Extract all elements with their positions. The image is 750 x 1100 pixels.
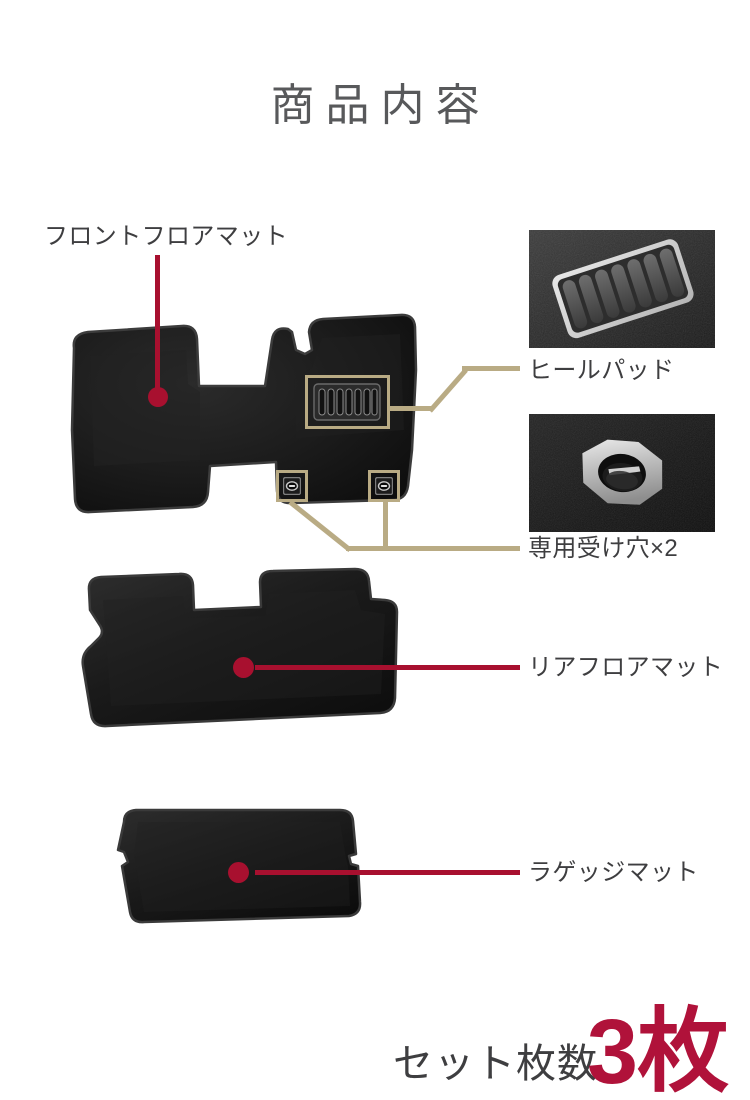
anchor-hole-callout-box-left <box>276 470 308 502</box>
heel-pad-leader-diagonal <box>430 368 468 413</box>
anchor-hole-motif-left <box>283 477 301 495</box>
front-floor-mat-image <box>60 310 460 535</box>
set-count-value: 3枚 <box>586 1001 729 1100</box>
luggage-mat-leader-dot <box>228 862 249 883</box>
heel-pad-leader-seg1 <box>390 406 432 411</box>
front-mat-leader-line <box>155 255 160 395</box>
front-floor-mat-label: フロントフロアマット <box>44 223 288 250</box>
rear-mat-leader-line <box>255 665 520 670</box>
heel-pad-label: ヒールパッド <box>528 357 675 384</box>
luggage-mat-label: ラゲッジマット <box>528 859 699 886</box>
anchor-hole-photo <box>529 414 715 532</box>
anchor-hole-leader-trunk <box>346 546 520 551</box>
rear-mat-leader-dot <box>233 657 254 678</box>
set-count-row: セット枚数 3枚 <box>0 1006 750 1098</box>
front-mat-leader-dot <box>148 387 168 407</box>
anchor-hole-leader-right <box>383 500 388 550</box>
rear-floor-mat-label: リアフロアマット <box>528 654 724 681</box>
anchor-hole-callout-box-right <box>368 470 400 502</box>
heel-pad-photo <box>529 230 715 348</box>
anchor-holes-label: 専用受け穴×2 <box>528 535 679 562</box>
anchor-hole-motif-right <box>375 477 393 495</box>
heel-pad-leader-seg2 <box>462 366 520 371</box>
luggage-mat-leader-line <box>255 870 520 875</box>
set-count-label: セット枚数 <box>393 1042 598 1086</box>
heel-pad-motif <box>313 383 381 421</box>
page-title: 商品内容 <box>270 81 491 130</box>
anchor-hole-leader-left <box>288 500 352 552</box>
rear-floor-mat-image <box>55 566 425 738</box>
heel-pad-callout-box <box>305 375 390 429</box>
